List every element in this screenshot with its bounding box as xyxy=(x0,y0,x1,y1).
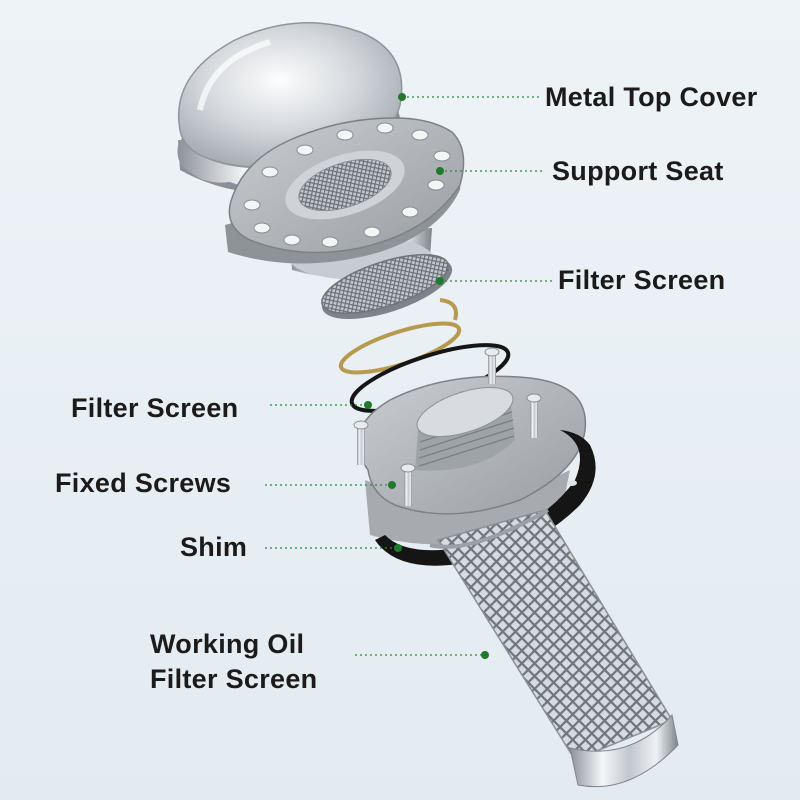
mesh-cylinder-part xyxy=(429,508,679,788)
leader-dot-shim xyxy=(394,544,402,552)
support-seat-part xyxy=(225,117,465,280)
label-fixed-screws: Fixed Screws xyxy=(55,468,232,498)
label-working-oil-filter-screen: Working Oil Filter Screen xyxy=(150,627,317,697)
leader-dot-support-seat xyxy=(436,167,444,175)
label-filter-screen-right: Filter Screen xyxy=(558,265,726,295)
leader-dot-metal-top-cover xyxy=(398,93,406,101)
leader-dot-filter-screen-right xyxy=(436,277,444,285)
label-working-oil-line1: Working Oil xyxy=(150,629,305,659)
label-metal-top-cover: Metal Top Cover xyxy=(545,82,758,112)
leader-dot-filter-screen-left xyxy=(364,401,372,409)
label-support-seat: Support Seat xyxy=(552,156,724,186)
fixed-screws-part xyxy=(353,347,542,506)
filter-screen-disc-part xyxy=(321,254,453,320)
label-working-oil-line2: Filter Screen xyxy=(150,664,318,694)
label-shim: Shim xyxy=(180,532,248,562)
leader-dot-working-oil xyxy=(481,651,489,659)
leader-lines xyxy=(265,96,553,656)
label-filter-screen-left: Filter Screen xyxy=(71,393,239,423)
leader-dot-fixed-screws xyxy=(388,481,396,489)
